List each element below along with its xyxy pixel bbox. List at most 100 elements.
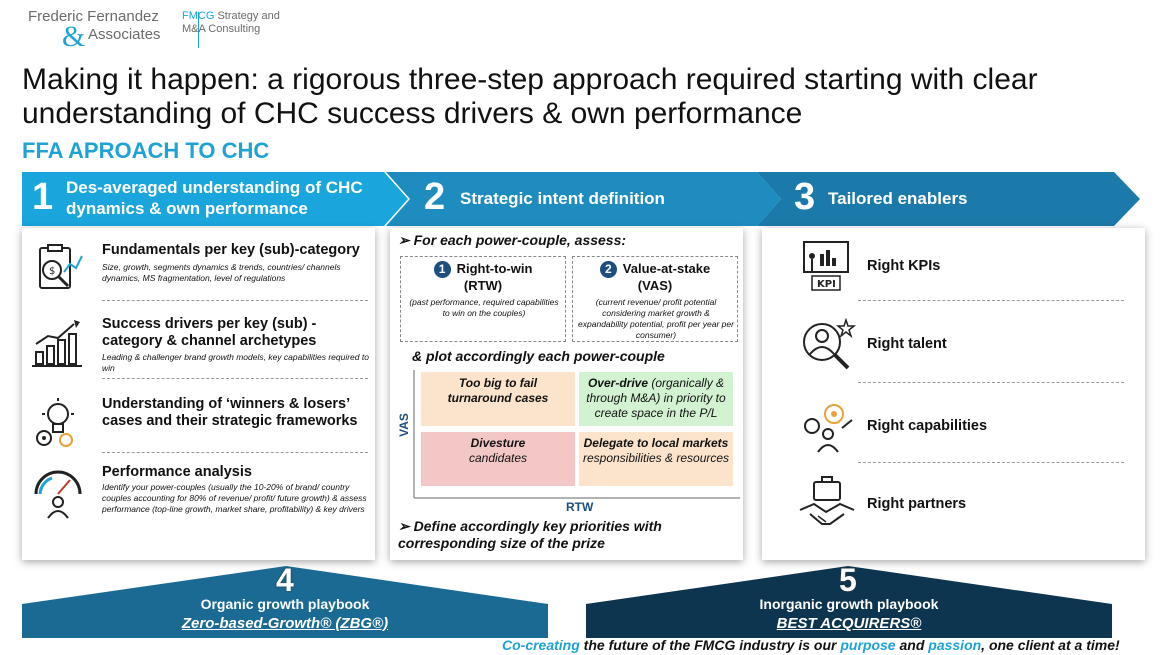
step-2-number: 2	[424, 176, 446, 218]
svg-text:$: $	[49, 266, 55, 277]
footer-part1: Co-creating	[502, 637, 580, 653]
divider	[102, 378, 368, 379]
assess-intro: ➢ For each power-couple, assess:	[398, 232, 627, 248]
inorganic-subtitle: BEST ACQUIRERS®	[776, 615, 922, 632]
cell-tl-rest: turnaround cases	[447, 391, 549, 405]
organic-number: 4	[276, 562, 294, 598]
slide-subtitle: FFA APROACH TO CHC	[22, 138, 270, 163]
item-winners-losers-heading: Understanding of ‘winners & losers’ case…	[102, 396, 358, 429]
inorganic-playbook-shape	[586, 566, 1112, 638]
logo-name-line2: Associates	[88, 26, 161, 43]
step-3-label: Tailored enablers	[828, 189, 968, 208]
kpi-dashboard-icon: KPI	[803, 241, 849, 291]
tagline-highlight: FMCG	[182, 10, 215, 22]
item-performance-heading: Performance analysis	[102, 464, 252, 480]
vas-title-line1: Value-at-stake	[622, 261, 711, 276]
vas-title-line2: (VAS)	[637, 278, 673, 293]
logo-ampersand: &	[62, 20, 86, 53]
assess-intro-text: For each power-couple, assess:	[413, 232, 627, 248]
tagline-line2: M&A Consulting	[182, 23, 261, 35]
handshake-icon	[799, 476, 855, 525]
step-chevrons	[22, 172, 1140, 226]
organic-subtitle: Zero-based-Growth® (ZBG®)	[181, 615, 389, 632]
panel-strategic-intent: ➢ For each power-couple, assess: 1 Right-…	[390, 228, 743, 560]
cell-br-rest: responsibilities & resources	[582, 451, 730, 465]
panel-understanding: $ Fundamentals per key (sub)-category Si…	[22, 228, 375, 560]
footer-tagline: Co-creating the future of the FMCG indus…	[502, 637, 1120, 653]
matrix-over-drive: Over-drive (organically & through M&A) i…	[579, 372, 733, 426]
organic-playbook-shape	[22, 566, 548, 638]
logo-tagline: FMCG Strategy and M&A Consulting	[182, 10, 302, 36]
item-success-drivers-heading: Success drivers per key (sub) -category …	[102, 316, 317, 349]
cell-tr-bold: Over-drive	[587, 376, 648, 390]
footer-part4: and	[895, 637, 929, 653]
panel-enablers: KPI Right KPIs Right talent Right capabi…	[762, 228, 1145, 560]
enabler-partners-label: Right partners	[867, 496, 967, 512]
footer-part2: the future of the FMCG industry is our	[579, 637, 841, 653]
bottom-playbooks	[22, 566, 1112, 638]
capabilities-gears-icon	[804, 404, 853, 453]
enabler-partners: Right partners	[772, 474, 1132, 534]
logo-divider	[198, 12, 199, 48]
rtw-desc: (past performance, required capabilities…	[409, 297, 559, 318]
lightbulb-gear-icon	[36, 398, 74, 447]
kpi-icon-text: KPI	[817, 279, 836, 290]
rtw-title-line2: (RTW)	[463, 278, 503, 293]
matrix-axes	[413, 370, 740, 499]
cell-tl-bold: Too big to fail	[458, 376, 538, 390]
rtw-box: 1 Right-to-win (RTW) (past performance, r…	[400, 256, 566, 342]
cell-br-bold: Delegate to local markets	[583, 436, 729, 450]
enabler-talent: Right talent	[772, 314, 1132, 374]
divider	[858, 462, 1124, 463]
enabler-kpis-label: Right KPIs	[867, 258, 941, 274]
item-performance-desc: Identify your power-couples (usually the…	[102, 482, 367, 514]
vas-number: 2	[599, 261, 617, 278]
logo-name-line1: Frederic Fernandez	[28, 8, 159, 25]
gauge-person-icon	[34, 470, 82, 519]
enabler-capabilities-label: Right capabilities	[867, 418, 988, 434]
step-1-number: 1	[32, 176, 54, 218]
enabler-capabilities: Right capabilities	[772, 396, 1132, 456]
x-axis-label: RTW	[566, 500, 594, 514]
item-fundamentals-desc: Size, growth, segments dynamics & trends…	[102, 262, 341, 283]
company-logo: Frederic Fernandez & Associates	[22, 6, 199, 53]
cell-tr-rest: (organically & through M&A) in priority …	[586, 376, 726, 420]
step-3-chevron	[757, 172, 1140, 226]
y-axis-label: VAS	[396, 413, 411, 437]
item-fundamentals-heading: Fundamentals per key (sub)-category	[102, 242, 360, 258]
priorities-text-body: Define accordingly key priorities with c…	[398, 518, 662, 551]
footer-part3: purpose	[840, 637, 896, 653]
divider	[102, 300, 368, 301]
divider	[858, 300, 1124, 301]
step-1-chevron	[22, 172, 408, 226]
cell-bl-rest: candidates	[468, 451, 528, 465]
item-success-drivers-desc: Leading & challenger brand growth models…	[102, 352, 369, 373]
rtw-title: 1 Right-to-win (RTW)	[401, 261, 565, 294]
organic-title: Organic growth playbook	[200, 596, 370, 612]
step-2-label: Strategic intent definition	[460, 189, 665, 208]
vas-box: 2 Value-at-stake (VAS) (current revenue/ …	[572, 256, 738, 342]
vas-desc: (current revenue/ profit potential consi…	[578, 297, 734, 340]
footer-part6: , one client at a time!	[981, 637, 1120, 653]
growth-bars-icon	[32, 320, 82, 367]
cell-bl-bold: Divesture	[470, 436, 526, 450]
rtw-title-line1: Right-to-win	[456, 261, 533, 276]
enabler-kpis: KPI Right KPIs	[772, 236, 1132, 296]
priorities-text: ➢ Define accordingly key priorities with…	[398, 518, 662, 551]
tagline-rest: Strategy and	[214, 10, 280, 22]
clipboard-magnifier-icon: $	[39, 244, 83, 289]
enabler-talent-label: Right talent	[867, 336, 947, 352]
step-1-label: Des-averaged understanding of CHC dynami…	[66, 178, 363, 218]
footer-part5: passion	[928, 637, 982, 653]
slide-title: Making it happen: a rigorous three-step …	[22, 63, 1038, 130]
inorganic-number: 5	[839, 562, 857, 598]
rtw-number: 1	[433, 261, 451, 278]
inorganic-title: Inorganic growth playbook	[759, 596, 939, 612]
vas-title: 2 Value-at-stake (VAS)	[573, 261, 737, 294]
divider	[102, 452, 368, 453]
step-2-chevron	[386, 172, 781, 226]
divider	[858, 382, 1124, 383]
